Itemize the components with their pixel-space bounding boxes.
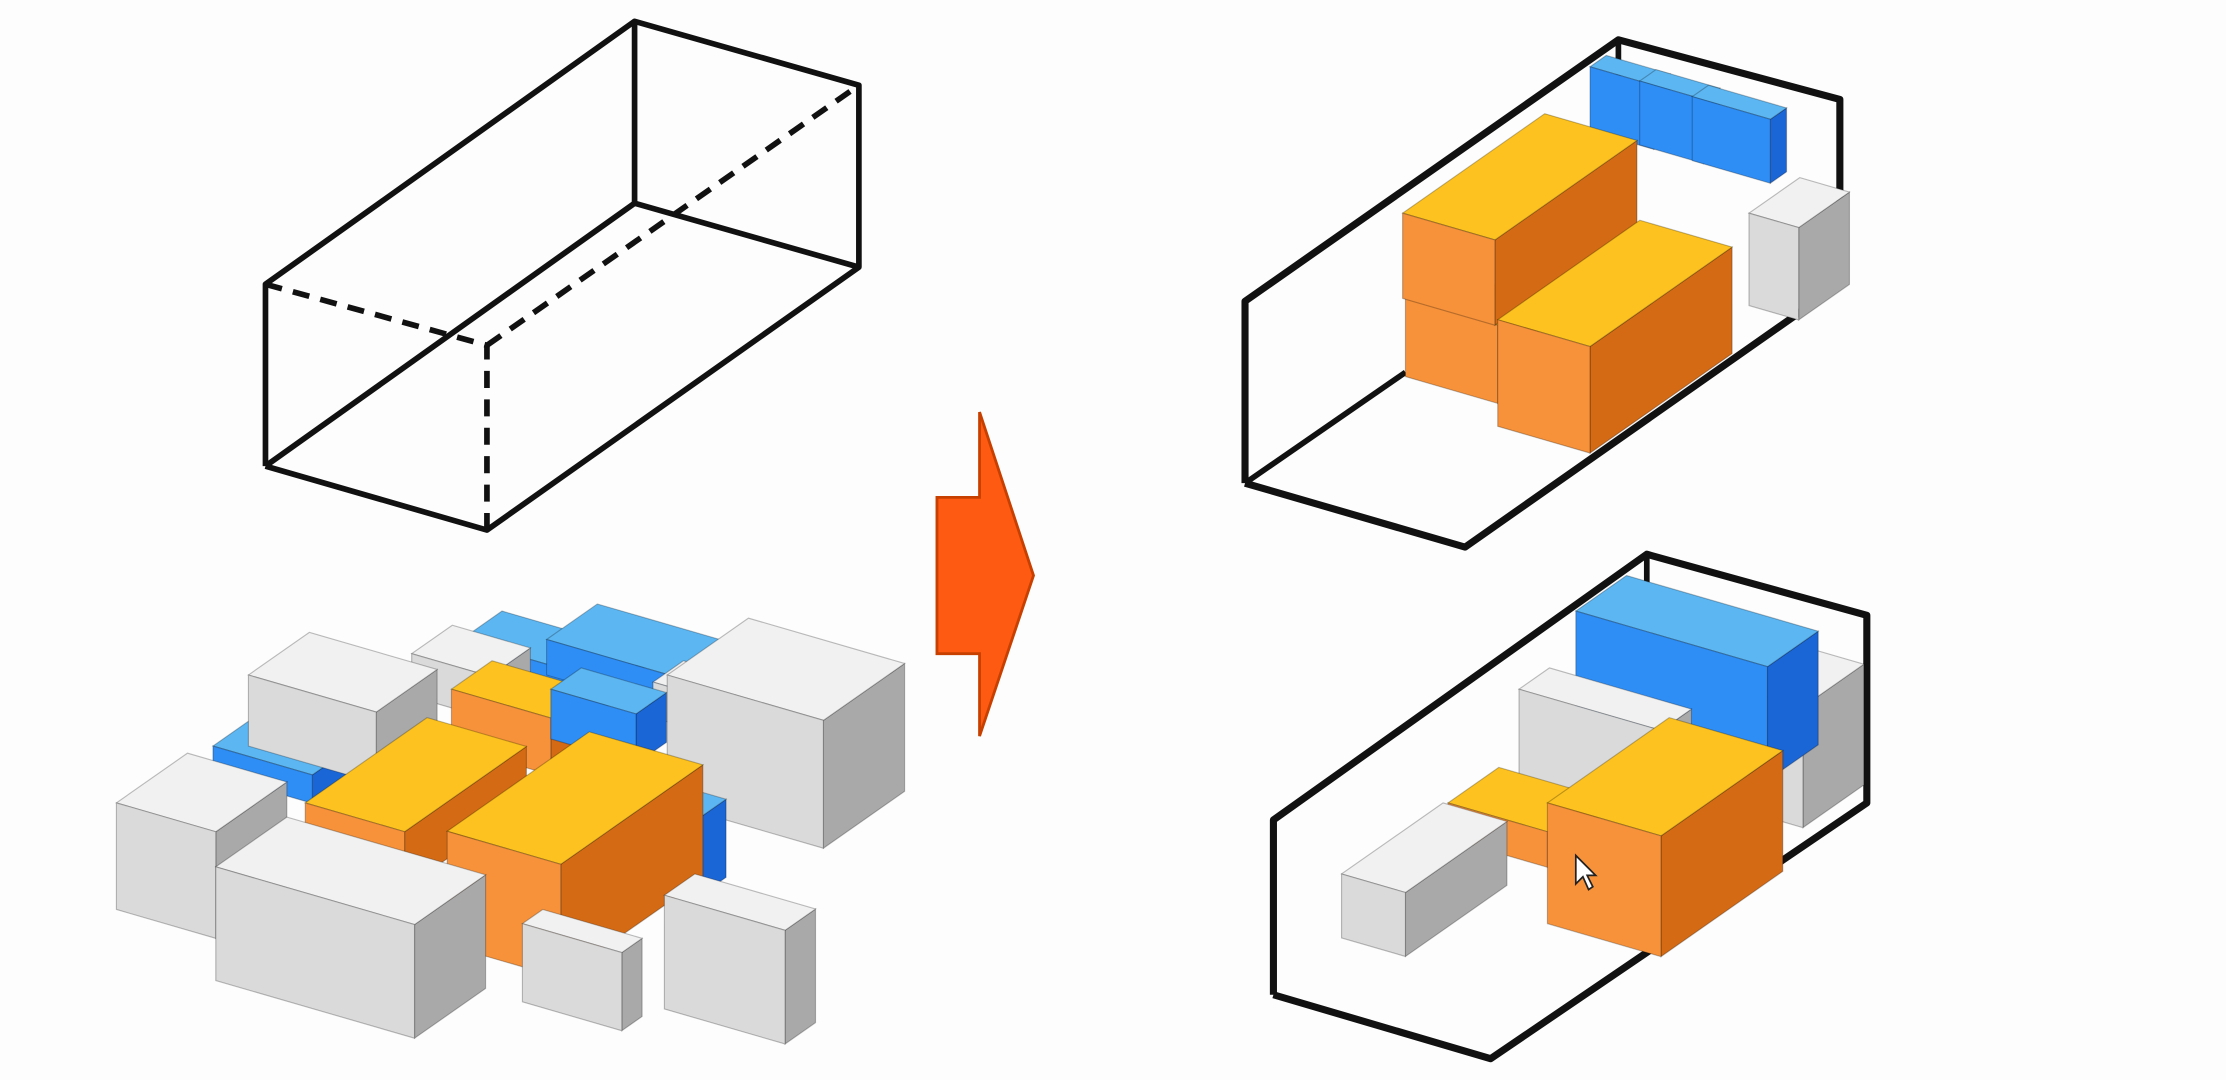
container-hidden-edge <box>485 82 861 348</box>
arrow-right-icon <box>935 411 1035 737</box>
orange-cargo-box <box>1546 717 1785 958</box>
unpacked-cargo-pile <box>115 603 906 1046</box>
box-face-front <box>1546 802 1662 958</box>
gray-cargo-box <box>1747 177 1851 322</box>
empty-container <box>262 18 862 533</box>
orange-cargo-box <box>1401 113 1639 327</box>
container-floor-edge <box>1243 369 1408 486</box>
box-face-top <box>115 752 289 833</box>
orange-cargo-box <box>1496 219 1734 455</box>
box-face-side <box>1769 106 1788 185</box>
gray-cargo-box <box>1340 802 1509 958</box>
box-face-front <box>247 674 377 784</box>
box-face-front <box>1691 95 1771 185</box>
box-face-front <box>521 922 623 1032</box>
container-hidden-edge <box>264 281 488 349</box>
packed-container-2 <box>1269 550 1871 1063</box>
box-face-front <box>1340 873 1407 958</box>
packed-cargo <box>1340 574 1866 958</box>
container-outline <box>1241 36 1844 551</box>
box-face-top <box>445 731 705 865</box>
packed-cargo <box>1401 54 1851 455</box>
box-face-front <box>1748 212 1800 321</box>
box-face-front <box>1402 212 1496 326</box>
box-face-front <box>115 802 217 940</box>
box-face-top <box>247 631 439 713</box>
box-face-side <box>784 907 817 1046</box>
box-face-side <box>621 937 643 1032</box>
box-face-front <box>663 894 786 1045</box>
container-back-edge <box>631 21 860 270</box>
box-face-top <box>1401 113 1639 241</box>
box-face-top <box>1496 219 1734 348</box>
box-face-top <box>1546 717 1785 837</box>
packed-container-1 <box>1241 36 1851 551</box>
container-outline <box>1269 550 1871 1063</box>
gray-cargo-box <box>521 908 644 1032</box>
gray-cargo-box <box>663 873 817 1046</box>
box-face-front <box>1497 318 1591 454</box>
box-face-front <box>215 866 416 1039</box>
gray-cargo-box <box>214 816 487 1040</box>
box-face-top <box>1747 177 1851 229</box>
box-face-top <box>663 873 817 931</box>
blue-cargo-box <box>1690 84 1788 185</box>
container-floor-edge <box>263 200 637 469</box>
mouse-cursor-icon <box>1574 853 1598 891</box>
